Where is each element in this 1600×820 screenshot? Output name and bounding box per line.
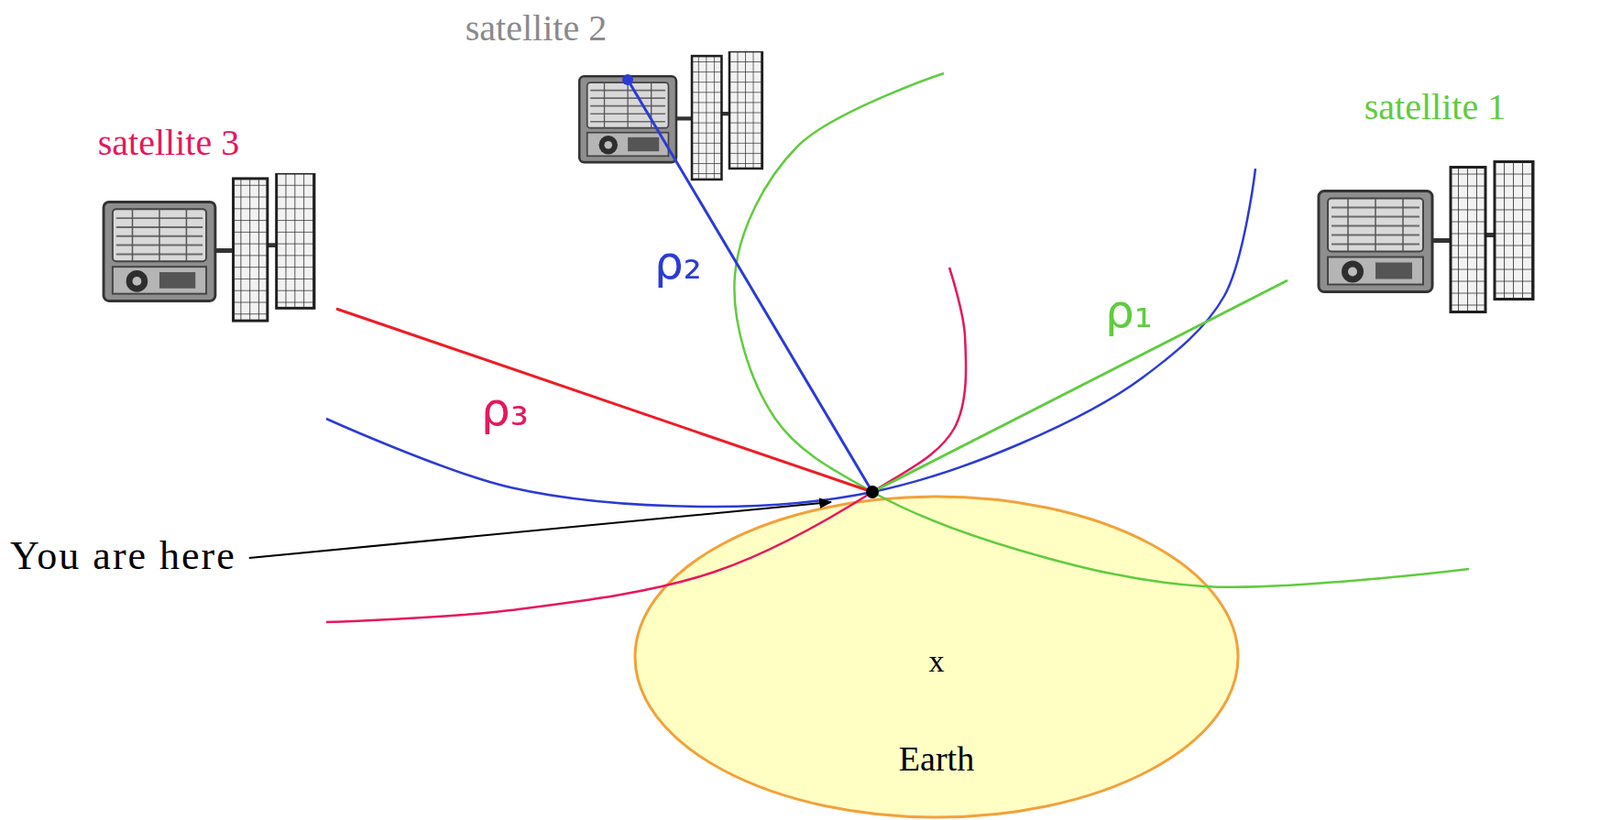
center-mark: x bbox=[929, 644, 945, 679]
range-label: ρ₁ bbox=[1105, 284, 1153, 339]
satellite-icon bbox=[579, 51, 763, 180]
range-line bbox=[336, 308, 873, 493]
antenna-dot bbox=[622, 74, 634, 86]
label-slot: You are here bbox=[10, 534, 237, 579]
label-slot: satellite 3 bbox=[98, 122, 240, 164]
label-slot: ρ₂ bbox=[654, 238, 702, 289]
location-callout: You are here bbox=[10, 533, 237, 579]
range-sphere-arc bbox=[326, 168, 1256, 507]
region-name: Earth bbox=[898, 740, 975, 779]
satellite-label: satellite 1 bbox=[1364, 86, 1506, 128]
satellite-icon bbox=[1318, 162, 1534, 313]
range-line bbox=[627, 79, 873, 493]
label-slot: ρ₃ bbox=[481, 384, 529, 436]
range-line bbox=[872, 280, 1288, 493]
satellite-label: satellite 2 bbox=[465, 7, 607, 49]
satellite-label: satellite 3 bbox=[98, 121, 240, 164]
position-dot bbox=[865, 485, 879, 499]
label-slot: ρ₁ bbox=[1105, 286, 1153, 338]
range-label: ρ₂ bbox=[654, 236, 702, 290]
earth-ellipse bbox=[635, 496, 1239, 818]
label-slot: x bbox=[929, 644, 945, 679]
range-label: ρ₃ bbox=[481, 383, 529, 437]
satellite-icon bbox=[103, 173, 315, 321]
label-slot: satellite 2 bbox=[465, 8, 607, 49]
label-slot: satellite 1 bbox=[1364, 87, 1506, 128]
